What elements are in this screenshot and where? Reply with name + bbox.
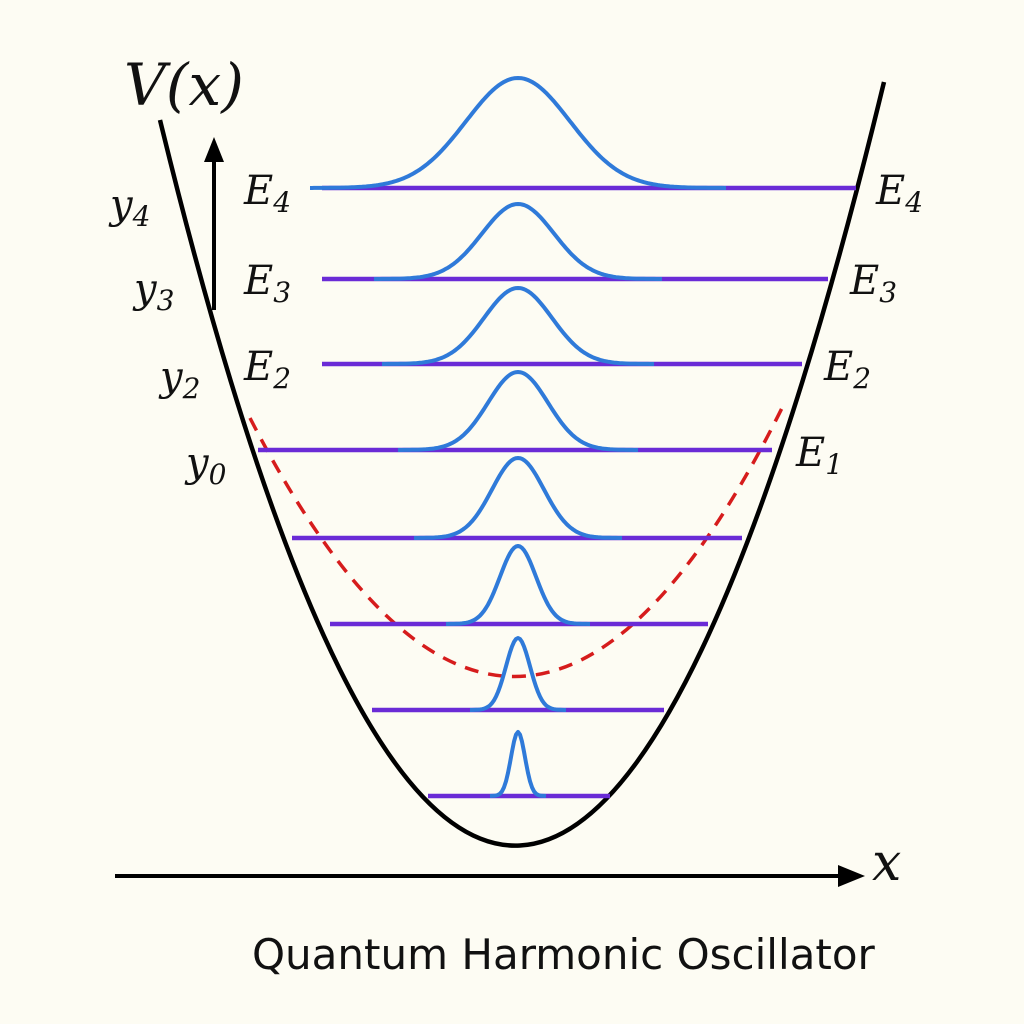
x-axis: [115, 865, 865, 887]
wavefunction-curve: [382, 286, 654, 366]
right-energy-label: E1: [795, 430, 843, 481]
left-energy-label: E4: [243, 168, 291, 219]
left-energy-label: E3: [243, 258, 291, 309]
potential-arrow-head: [204, 137, 224, 162]
wavefunction-curve: [374, 202, 662, 281]
right-energy-label: E4: [875, 168, 923, 219]
wavefunction-curve: [414, 456, 622, 540]
potential-curve: [157, 81, 887, 848]
diagram-caption: Quantum Harmonic Oscillator: [252, 930, 875, 979]
left-y-label: y0: [184, 440, 226, 491]
wavefunction-curve: [446, 544, 590, 626]
right-energy-label: E3: [849, 258, 897, 309]
wavefunction-curve: [398, 370, 638, 452]
classical-curve: [248, 407, 784, 679]
wavefunction-curve: [470, 636, 566, 712]
left-y-label: y2: [158, 354, 200, 405]
wavefunction-curve: [489, 730, 547, 798]
x-axis-arrowhead: [838, 865, 865, 887]
wavefunction-curve: [310, 76, 726, 190]
left-y-label: y4: [108, 182, 150, 233]
potential-label: V(x): [124, 51, 244, 119]
right-energy-label: E2: [823, 344, 871, 395]
x-axis-label: x: [872, 833, 901, 893]
left-y-label: y3: [132, 266, 174, 317]
left-energy-label: E2: [243, 344, 291, 395]
wavefunctions: [310, 76, 726, 798]
potential-arrow: [204, 137, 224, 310]
